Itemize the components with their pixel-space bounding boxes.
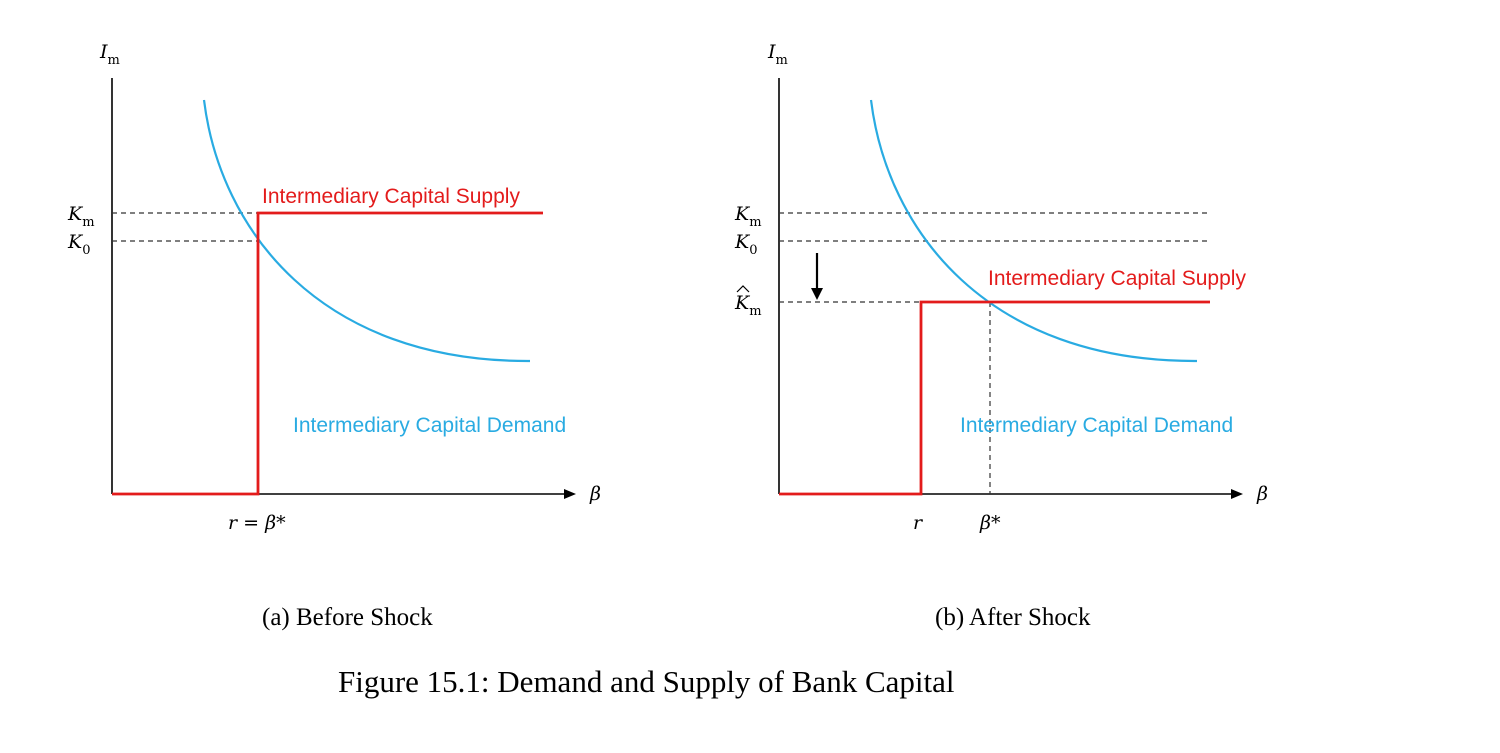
tick-label-k0: K0 [67, 231, 90, 258]
supply-label: Intermediary Capital Supply [988, 267, 1246, 290]
subcaption-b: (b) After Shock [935, 604, 1091, 631]
demand-curve [869, 99, 1198, 363]
x-axis-arrow [564, 489, 576, 499]
y-axis-label: Im [99, 41, 120, 68]
panel-before-shock: Im β Km K0 Intermediary Capital Supply I… [67, 41, 601, 631]
demand-label: Intermediary Capital Demand [960, 414, 1233, 437]
x-axis-label: β [589, 483, 601, 505]
x-axis-arrow [1231, 489, 1243, 499]
tick-label-km: Km [67, 203, 95, 230]
tick-label-khat: Km [734, 285, 762, 319]
shock-arrowhead [811, 288, 823, 300]
panel-after-shock: Im β Km K0 Km Intermediar [734, 41, 1268, 631]
tick-label-k0: K0 [734, 231, 757, 258]
supply-curve [112, 211, 543, 496]
x-tick-label-r-equals-beta: r = β* [228, 512, 286, 534]
subcaption-a: (a) Before Shock [262, 604, 433, 631]
demand-curve [202, 99, 531, 363]
x-tick-label-r: r [913, 512, 924, 534]
supply-curve [779, 300, 1210, 496]
y-axis-label: Im [767, 41, 788, 68]
hat-mark [736, 285, 750, 293]
x-tick-label-beta-star: β* [979, 512, 1001, 534]
figure-caption: Figure 15.1: Demand and Supply of Bank C… [338, 664, 954, 699]
x-axis-label: β [1256, 483, 1268, 505]
supply-label: Intermediary Capital Supply [262, 185, 520, 208]
svg-text:Km: Km [734, 292, 762, 319]
tick-label-km: Km [734, 203, 762, 230]
demand-label: Intermediary Capital Demand [293, 414, 566, 437]
